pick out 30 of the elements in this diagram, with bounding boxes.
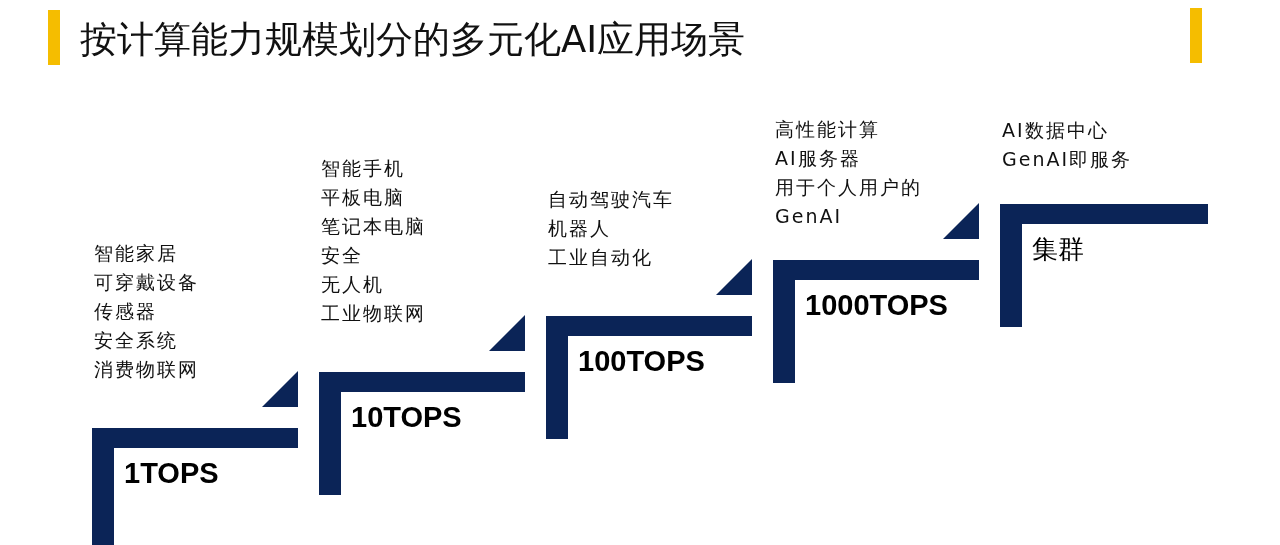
application-text: 可穿戴设备 (94, 270, 199, 295)
step-label: 10TOPS (351, 400, 462, 434)
application-text: GenAI即服务 (1002, 147, 1133, 172)
application-text: 用于个人用户的GenAI (775, 175, 923, 229)
step-label: 1000TOPS (805, 288, 948, 322)
application-text: 安全系统 (94, 328, 179, 353)
title: 按计算能力规模划分的多元化AI应用场景 (80, 17, 746, 63)
step-shape (319, 372, 525, 495)
application-text: 平板电脑 (321, 185, 406, 210)
step-label: 集群 (1032, 233, 1084, 266)
step-label: 1TOPS (124, 456, 219, 490)
application-text: 智能家居 (94, 241, 179, 266)
application-text: 消费物联网 (94, 357, 199, 382)
application-text: 自动驾驶汽车 (548, 187, 674, 212)
application-text: 安全 (321, 243, 364, 268)
application-text: 无人机 (321, 272, 385, 297)
application-text: 笔记本电脑 (321, 214, 426, 239)
step-shape (773, 260, 979, 383)
step-label: 100TOPS (578, 344, 705, 378)
application-text: 机器人 (548, 216, 612, 241)
application-text: 工业自动化 (548, 245, 654, 270)
application-text: 工业物联网 (321, 301, 426, 326)
application-text: AI数据中心 (1002, 118, 1110, 143)
application-text: AI服务器 (775, 146, 862, 171)
application-text: 智能手机 (321, 156, 406, 181)
step-shape (546, 316, 752, 439)
step-shape (92, 428, 298, 545)
step-shape (1000, 204, 1208, 327)
application-text: 传感器 (94, 299, 158, 324)
application-text: 高性能计算 (775, 117, 881, 142)
